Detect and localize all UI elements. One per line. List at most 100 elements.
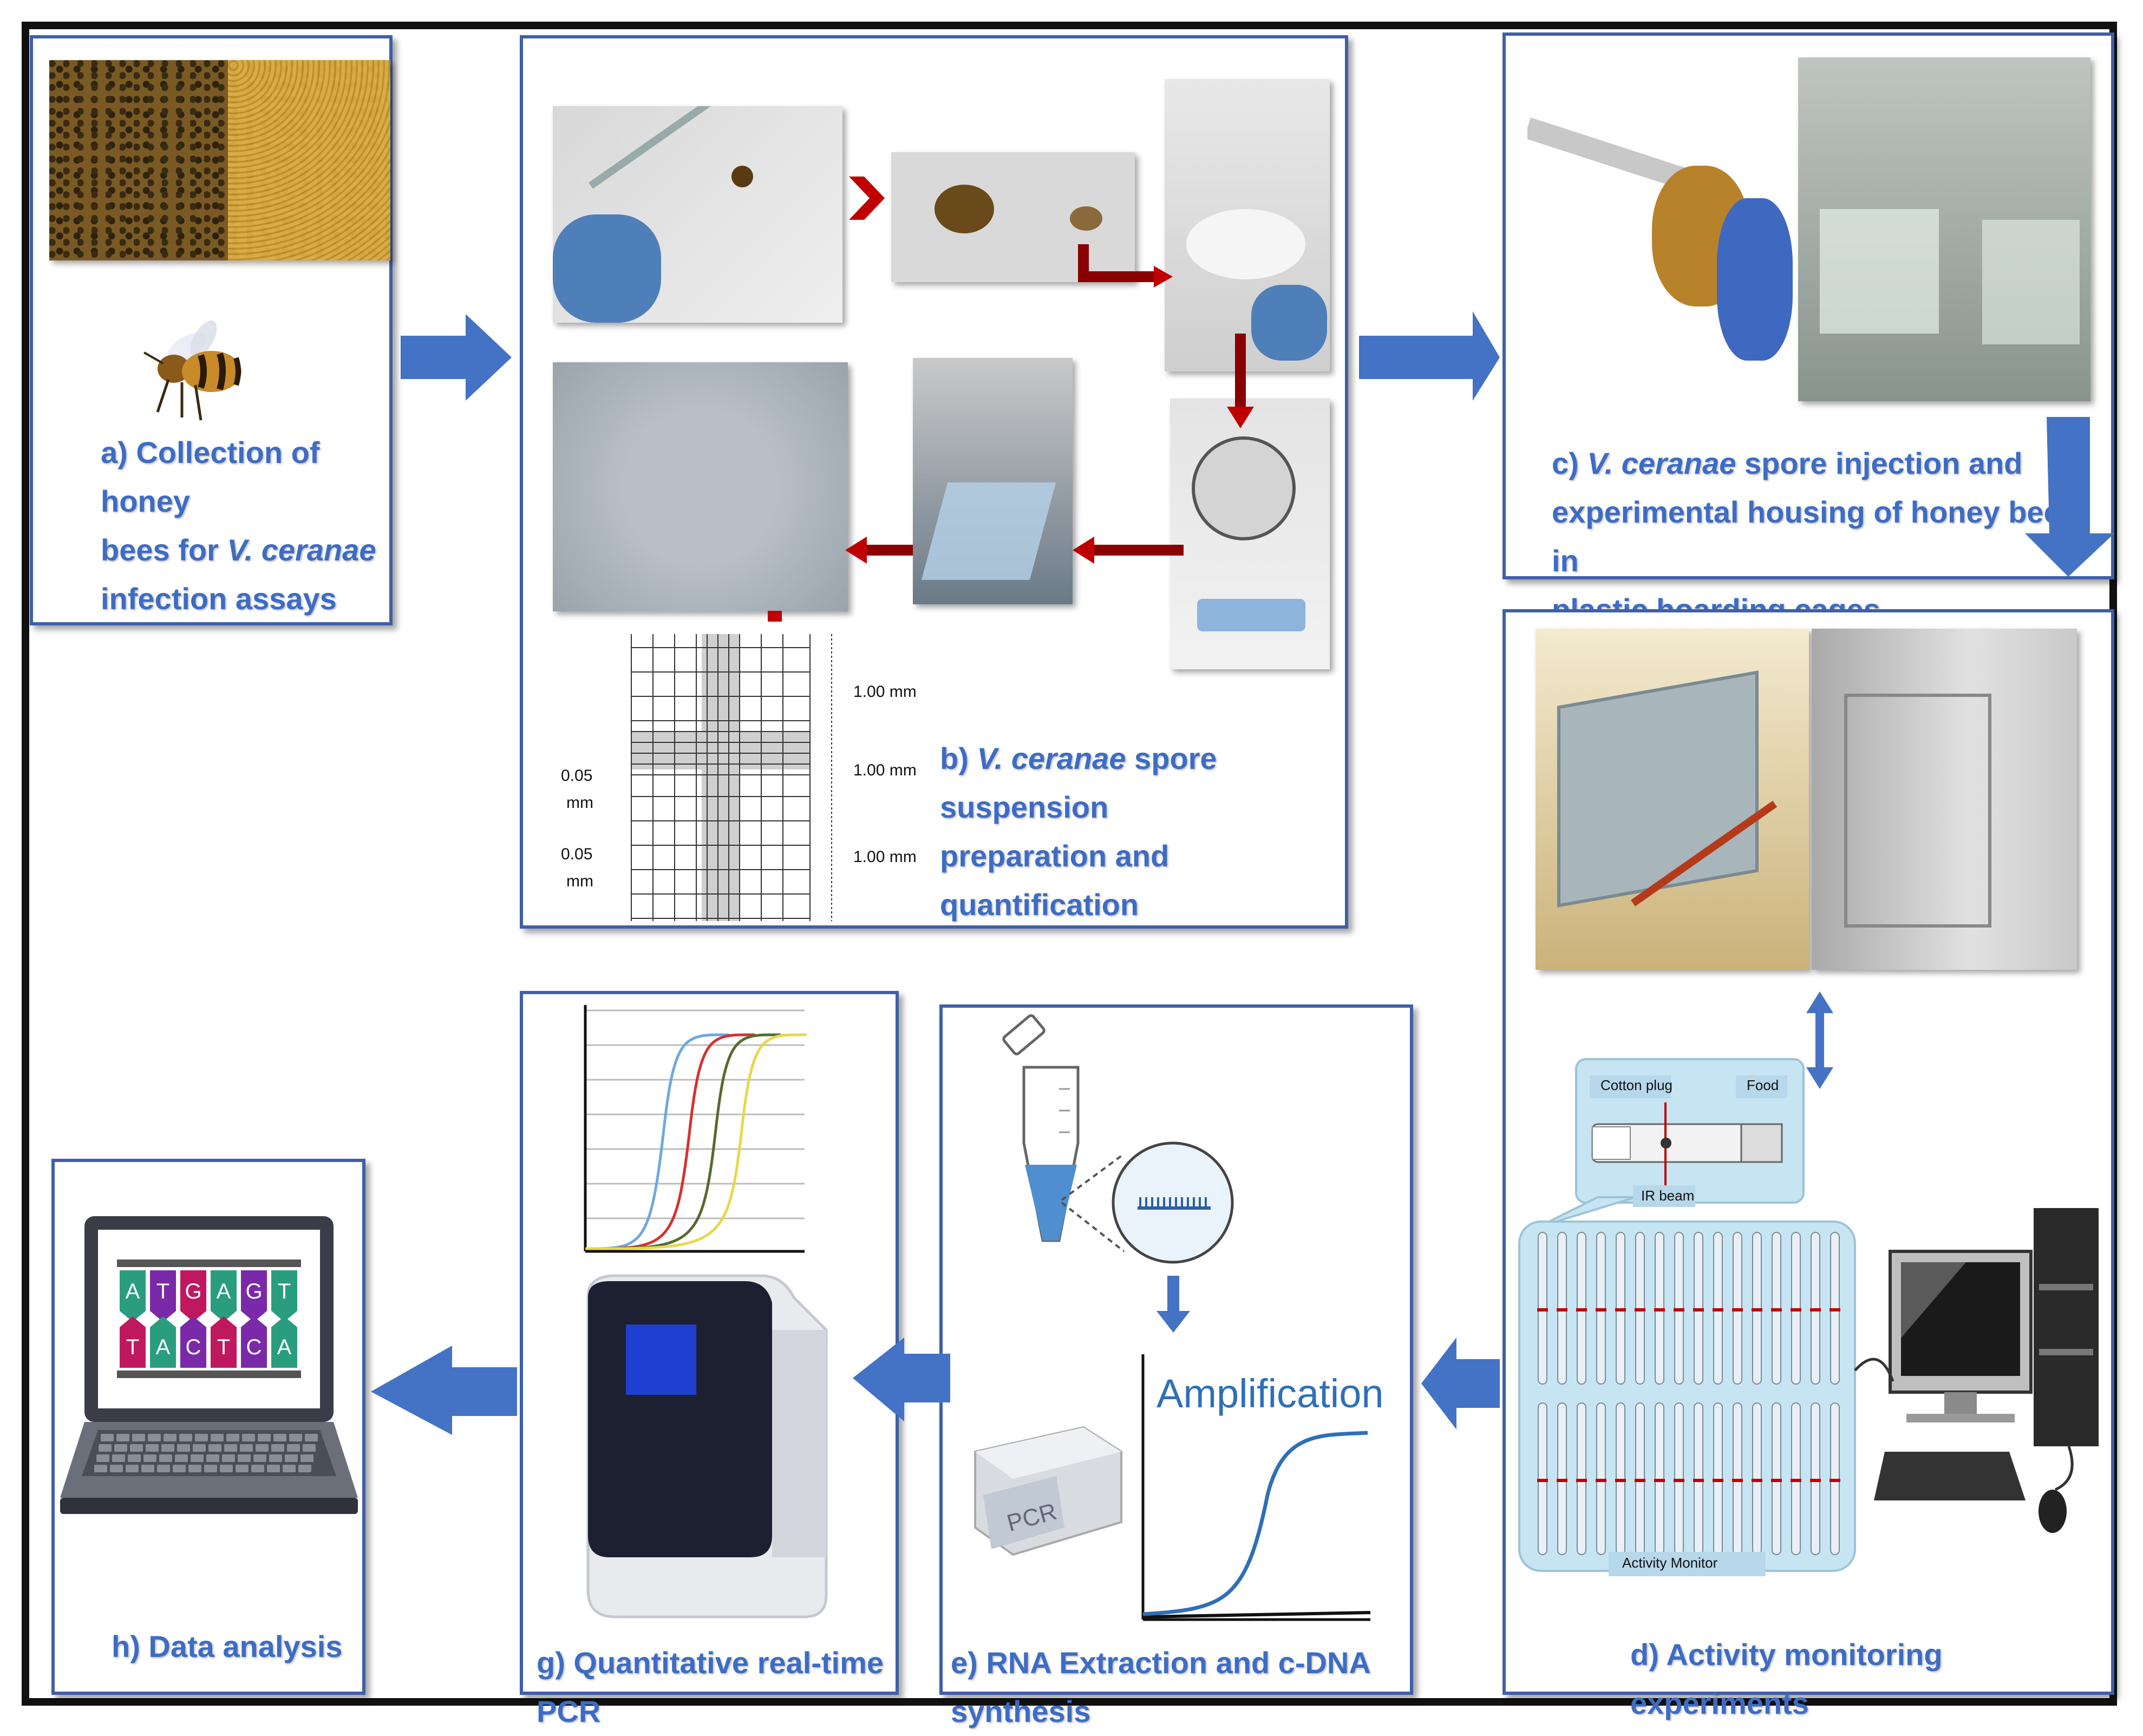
ir-beam-mark — [1752, 1308, 1762, 1311]
keyboard-key — [222, 1454, 235, 1462]
hoarding-cages-photo — [1798, 57, 2090, 401]
pcr-machine-icon: PCR — [974, 1426, 1122, 1556]
ir-beam-mark — [1576, 1479, 1587, 1482]
flow-down-arrow — [1157, 1276, 1190, 1333]
caption-a-species: V. ceranae — [227, 533, 376, 567]
ir-beam-mark — [1654, 1308, 1665, 1311]
dna-base-bottom — [120, 1316, 146, 1368]
keyboard-key — [157, 1465, 170, 1472]
ir-beam-mark — [1791, 1479, 1801, 1482]
zoom-marker — [768, 611, 782, 622]
caption-c-prefix: c) — [1552, 446, 1587, 480]
dna-base-letter: G — [245, 1280, 262, 1303]
ir-beam-mark — [1830, 1479, 1840, 1482]
dna-base-top — [150, 1270, 176, 1322]
dna-base-letter: T — [278, 1280, 291, 1303]
keyboard-key — [206, 1454, 219, 1462]
small-dim-top-unit: mm — [566, 794, 593, 812]
honeycomb-photo — [49, 60, 390, 260]
keyboard-key — [242, 1434, 255, 1441]
dna-base-letter: A — [156, 1335, 171, 1359]
mortar-pestle-photo — [1165, 79, 1330, 371]
keyboard-key — [267, 1465, 280, 1472]
caption-c-species: V. ceranae — [1587, 446, 1736, 480]
ir-beam-label: IR beam — [1641, 1187, 1695, 1204]
dna-base-bottom — [241, 1316, 267, 1368]
dna-base-letter: A — [126, 1280, 140, 1303]
caption-h: h) Data analysis — [112, 1629, 343, 1663]
caption-c-suffix: spore injection and — [1736, 446, 2023, 480]
dna-base-bottom — [180, 1316, 206, 1368]
monitor-tubes-top — [1537, 1232, 1840, 1385]
dim-label-top: 1.00 mm — [853, 683, 917, 701]
bee-dissection-photo — [553, 106, 842, 323]
laptop-keyboard — [94, 1434, 318, 1472]
caption-a: a) Collection of honey bees for V. ceran… — [101, 428, 393, 623]
cotton-plug-label: Cotton plug — [1600, 1077, 1672, 1093]
panel-b: 1.00 mm 1.00 mm 1.00 mm 0.05 mm 0.05 mm … — [520, 35, 1348, 929]
keyboard-key — [188, 1465, 201, 1472]
keyboard-key — [193, 1444, 206, 1452]
ir-beam-mark — [1693, 1479, 1704, 1482]
ir-beam-mark — [1576, 1308, 1587, 1311]
small-dim-top-value: 0.05 — [561, 767, 593, 785]
keyboard-key — [300, 1454, 313, 1462]
activity-monitor-label: Activity Monitor — [1622, 1555, 1718, 1571]
centrifuge-photo — [1170, 399, 1330, 669]
caption-d: d) Activity monitoring experiments — [1630, 1637, 1943, 1720]
keyboard-key — [273, 1434, 286, 1441]
keyboard-key — [161, 1444, 174, 1452]
keyboard-key — [224, 1444, 237, 1452]
keyboard-key — [195, 1434, 208, 1441]
caption-b-species: V. ceranae — [977, 741, 1126, 775]
panel-e: PCR Amplification e) RNA Extraction and … — [939, 1004, 1413, 1728]
keyboard-key — [269, 1454, 282, 1462]
dna-base-letter: C — [186, 1335, 201, 1359]
ir-beam-mark — [1693, 1308, 1704, 1311]
keyboard-key — [204, 1465, 217, 1472]
double-arrow — [1806, 991, 1833, 1089]
incubator-photo — [1812, 629, 2077, 970]
dna-base-letter: A — [217, 1280, 231, 1303]
qpcr-chart — [583, 1002, 807, 1257]
ir-beam-mark — [1771, 1479, 1782, 1482]
keyboard-key — [110, 1465, 123, 1472]
ir-beam-mark — [1810, 1308, 1821, 1311]
keyboard-key — [236, 1465, 249, 1472]
keyboard-key — [116, 1434, 129, 1441]
ir-beam-mark — [1557, 1308, 1567, 1311]
rna-strand-ticks — [1139, 1197, 1207, 1208]
dna-base-letter: T — [156, 1280, 169, 1303]
caption-c: c) V. ceranae spore injection and experi… — [1552, 439, 2109, 634]
ir-beam-mark — [1713, 1308, 1723, 1311]
amplification-label: Amplification — [1157, 1371, 1384, 1416]
dna-base-top — [271, 1270, 297, 1322]
caption-e: e) RNA Extraction and c-DNA synthesis — [951, 1646, 1370, 1728]
ir-beam-mark — [1596, 1308, 1606, 1311]
caption-a-line3: infection assays — [101, 582, 337, 616]
qpcr-gridlines — [585, 1009, 805, 1219]
dna-base-top — [211, 1270, 237, 1322]
ir-beam-mark — [1830, 1308, 1840, 1311]
qpcr-curve — [585, 1033, 755, 1250]
red-arrow-to-microscope — [845, 537, 913, 564]
desktop-computer — [1854, 1208, 2099, 1533]
keyboard-key — [226, 1434, 239, 1441]
dna-base-letter: T — [217, 1335, 230, 1359]
keyboard-key — [112, 1454, 125, 1462]
dna-base-bottom — [211, 1316, 237, 1368]
keyboard-key — [143, 1454, 156, 1462]
caption-g: g) Quantitative real-time PCR — [537, 1646, 884, 1728]
small-dim-bot-unit: mm — [566, 872, 593, 890]
rna-zoom-icon — [1061, 1141, 1234, 1264]
keyboard-key — [287, 1444, 300, 1452]
keyboard-key — [238, 1454, 251, 1462]
monitor-tubes-bottom — [1537, 1402, 1840, 1555]
panel-c: c) V. ceranae spore injection and experi… — [1502, 32, 2114, 626]
keyboard-key — [285, 1454, 298, 1462]
ir-beam-mark — [1810, 1479, 1821, 1482]
hemocytometer-slide-photo — [913, 358, 1073, 604]
red-arrow-chevron — [849, 177, 885, 220]
caption-a-line1: a) Collection of honey — [101, 435, 320, 518]
dna-base-top — [180, 1270, 206, 1322]
